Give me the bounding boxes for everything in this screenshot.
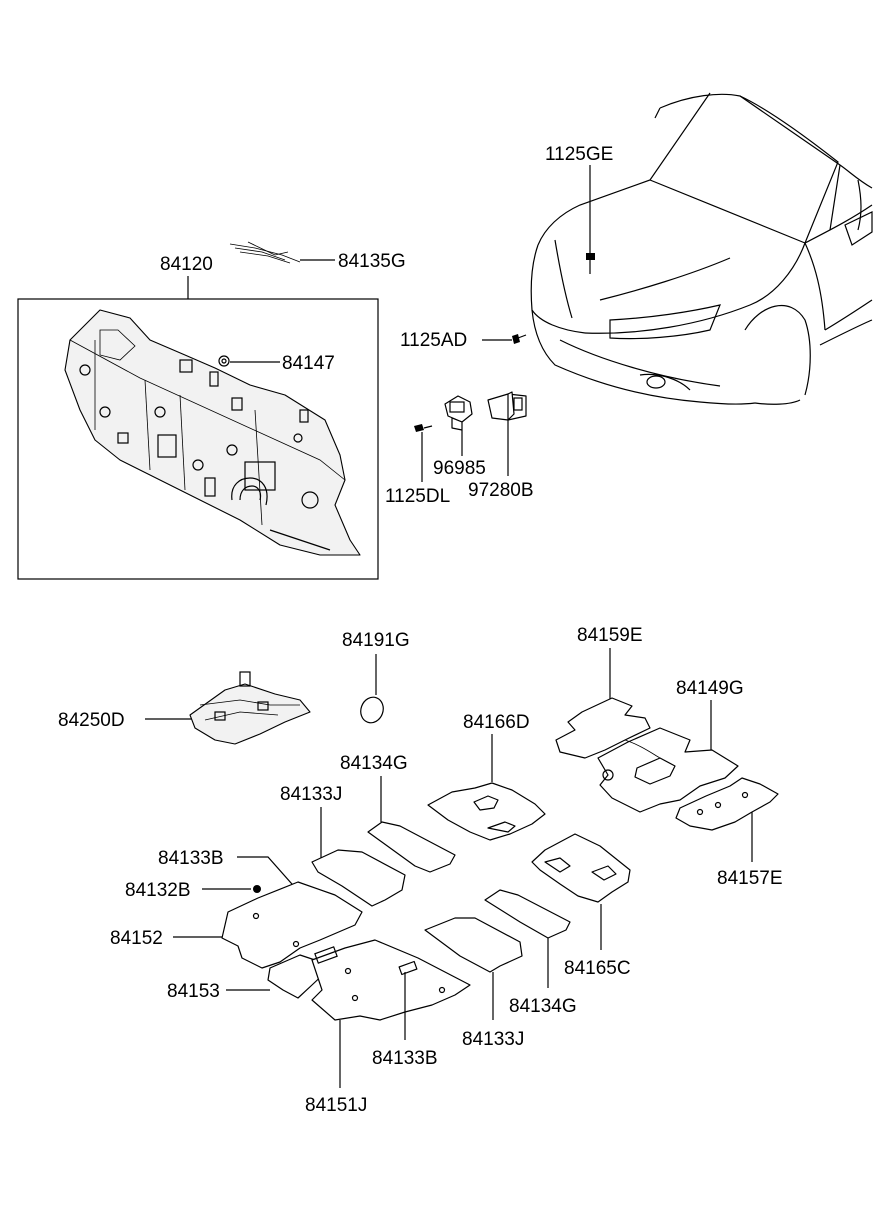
vehicle-front-illustration bbox=[530, 92, 873, 405]
label-84159E: 84159E bbox=[577, 625, 643, 646]
label-84134G-top: 84134G bbox=[340, 753, 408, 774]
label-84165C: 84165C bbox=[564, 958, 631, 979]
pad-84134G-top-part bbox=[367, 821, 456, 873]
label-84147: 84147 bbox=[282, 353, 335, 374]
dash-panel-assembly-box bbox=[17, 298, 379, 580]
dash-panel-insulator-part bbox=[64, 309, 361, 556]
clip-84132B-icon bbox=[253, 885, 261, 893]
pad-84165C-part bbox=[531, 833, 631, 903]
label-84135G: 84135G bbox=[338, 251, 406, 272]
label-84133B-bottom: 84133B bbox=[372, 1048, 438, 1069]
label-84132B: 84132B bbox=[125, 880, 191, 901]
label-84133J-bottom: 84133J bbox=[462, 1029, 524, 1050]
bolt-1125GE-icon bbox=[586, 253, 595, 274]
label-1125DL: 1125DL bbox=[385, 486, 450, 507]
pad-84133J-top-part bbox=[311, 849, 406, 907]
tab-84133B-bottom-part bbox=[398, 960, 418, 976]
pad-84134G-bottom-part bbox=[484, 889, 571, 939]
label-1125GE: 1125GE bbox=[545, 144, 613, 165]
label-1125AD: 1125AD bbox=[400, 330, 467, 351]
pad-84135G-part bbox=[229, 241, 301, 264]
label-84157E: 84157E bbox=[717, 868, 783, 889]
label-84120: 84120 bbox=[160, 254, 213, 275]
label-84153: 84153 bbox=[167, 981, 220, 1002]
label-84152: 84152 bbox=[110, 928, 163, 949]
label-84133B-top: 84133B bbox=[158, 848, 224, 869]
pad-84152-part bbox=[221, 881, 363, 969]
label-96985: 96985 bbox=[433, 458, 486, 479]
label-84166D: 84166D bbox=[463, 712, 530, 733]
pad-84151J-part bbox=[311, 939, 471, 1021]
screw-1125DL-icon bbox=[414, 424, 433, 432]
pad-84166D-part bbox=[427, 782, 546, 841]
grommet-84147-icon bbox=[218, 355, 230, 367]
bolt-1125AD-icon bbox=[512, 334, 527, 344]
pad-84157E-part bbox=[675, 777, 779, 831]
sensor-97280B-part bbox=[487, 391, 527, 421]
label-84133J-top: 84133J bbox=[280, 784, 342, 805]
label-84134G-bottom: 84134G bbox=[509, 996, 577, 1017]
pad-84149G-part bbox=[597, 727, 739, 813]
label-84250D: 84250D bbox=[58, 710, 125, 731]
pad-84133J-bottom-part bbox=[424, 917, 523, 973]
pad-84159E-part bbox=[555, 697, 651, 759]
label-84191G: 84191G bbox=[342, 630, 410, 651]
sensor-96985-part bbox=[444, 395, 473, 431]
label-84149G: 84149G bbox=[676, 678, 744, 699]
bracket-84250D-part bbox=[189, 671, 311, 745]
label-84151J: 84151J bbox=[305, 1095, 367, 1116]
label-97280B: 97280B bbox=[468, 480, 534, 501]
plug-84191G-part bbox=[360, 696, 384, 724]
